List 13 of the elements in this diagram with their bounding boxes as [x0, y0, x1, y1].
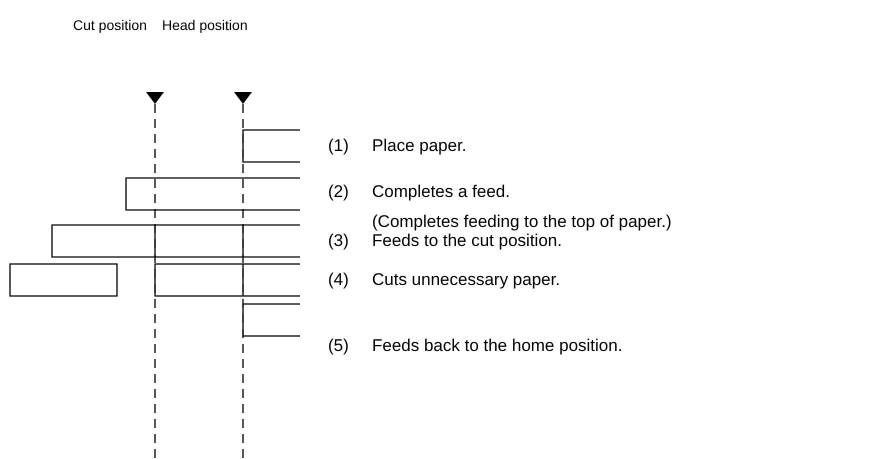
position-label: Head position [162, 16, 248, 35]
step-number: (4) [328, 270, 349, 290]
step-text: Cuts unnecessary paper. [372, 270, 560, 290]
step-text: Feeds back to the home position. [372, 336, 622, 356]
step-note: (Completes feeding to the top of paper.) [372, 212, 672, 232]
position-label: Cut position [73, 16, 147, 35]
step-text: Place paper. [372, 136, 467, 156]
step-number: (3) [328, 231, 349, 251]
step-text: Feeds to the cut position. [372, 231, 562, 251]
step-number: (2) [328, 182, 349, 202]
step-number: (5) [328, 336, 349, 356]
step-text: Completes a feed. [372, 182, 510, 202]
step-number: (1) [328, 136, 349, 156]
